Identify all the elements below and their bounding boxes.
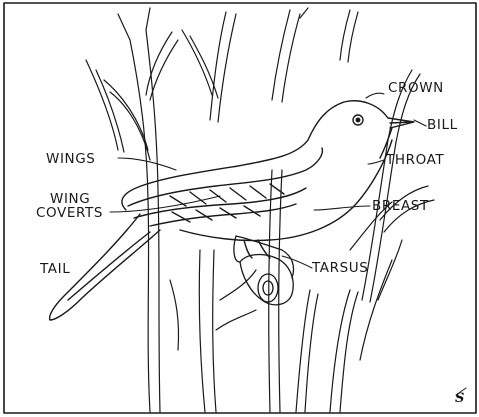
breast-leader [314,206,370,210]
label-wing-coverts-line1: WING [50,192,90,206]
artist-signature: S [455,391,464,406]
label-wing-coverts-line2: COVERTS [36,206,103,220]
label-wings: WINGS [46,152,95,166]
throat-leader [368,160,384,164]
label-tarsus: TARSUS [312,261,368,275]
label-tail: TAIL [40,262,70,276]
label-throat: THROAT [386,153,444,167]
label-breast: BREAST [372,199,429,213]
label-bill: BILL [427,118,458,132]
perch-stump [234,236,294,305]
bird-drawing [50,101,414,320]
crown-leader [366,93,384,98]
bill-leader [414,120,426,126]
label-crown: CROWN [388,81,444,95]
